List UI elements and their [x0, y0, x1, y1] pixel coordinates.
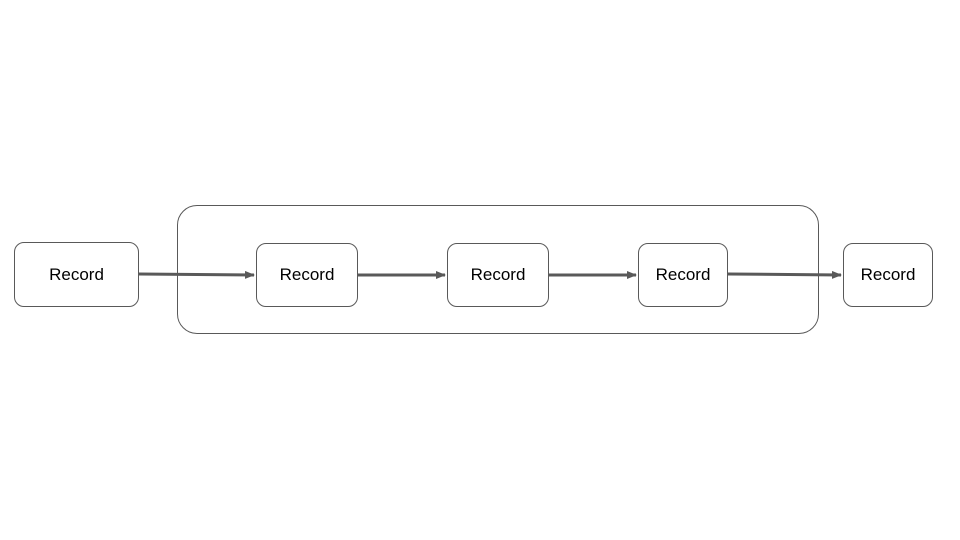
record-node-label: Record [860, 265, 916, 284]
record-node-label: Record [470, 265, 526, 284]
edge-arrow-1 [138, 270, 255, 279]
record-node-label: Record [49, 264, 104, 284]
record-group-container [177, 205, 819, 334]
record-node-label: Record [655, 265, 711, 284]
record-node-4: Record [638, 243, 728, 307]
edge-arrow-4 [727, 270, 842, 279]
record-node-3: Record [447, 243, 549, 307]
record-node-1: Record [14, 242, 139, 307]
record-node-5: Record [843, 243, 933, 307]
record-node-label: Record [279, 265, 335, 284]
record-node-2: Record [256, 243, 358, 307]
